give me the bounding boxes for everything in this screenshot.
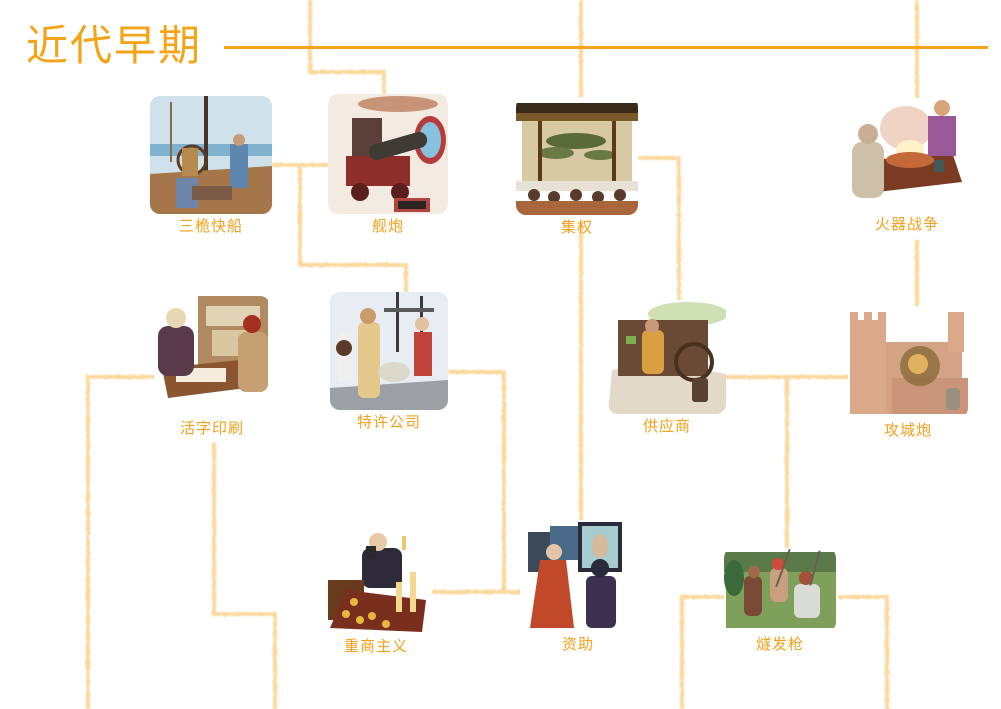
tech-label: 燧发枪 [755, 635, 804, 653]
tech-label: 舰炮 [371, 217, 404, 235]
printing-press-illustration-icon [154, 296, 270, 416]
tech-node-supply-chain[interactable]: 供应商 [608, 300, 726, 436]
tech-label: 活字印刷 [179, 419, 244, 437]
castle-breach-illustration-icon [848, 306, 968, 418]
tech-node-siege-cannon[interactable]: 攻城炮 [848, 306, 968, 440]
tech-label: 集权 [560, 218, 593, 236]
tech-node-flintlock[interactable]: 燧发枪 [724, 548, 836, 654]
riflemen-camp-illustration-icon [724, 548, 836, 632]
supply-wagon-illustration-icon [608, 300, 726, 414]
ship-deck-illustration-icon [150, 96, 272, 214]
era-title-divider [224, 46, 988, 49]
tech-label: 重商主义 [343, 637, 408, 655]
tech-label: 三桅快船 [178, 217, 243, 235]
tech-node-caravel[interactable]: 三桅快船 [150, 96, 272, 236]
court-hall-illustration-icon [516, 97, 638, 215]
era-title: 近代早期 [26, 21, 203, 70]
tech-node-mercantilism[interactable]: 重商主义 [326, 528, 426, 656]
tech-node-patronage[interactable]: 资助 [520, 520, 636, 654]
tech-node-chartered-company[interactable]: 特许公司 [330, 292, 448, 432]
tech-node-printing-press[interactable]: 活字印刷 [154, 296, 270, 438]
tech-node-centralization[interactable]: 集权 [516, 97, 638, 237]
tech-label: 火器战争 [874, 215, 939, 233]
merchants-harbor-illustration-icon [330, 292, 448, 410]
tech-label: 供应商 [642, 417, 691, 435]
tech-label: 资助 [561, 635, 594, 653]
tech-label: 攻城炮 [883, 421, 932, 439]
tech-label: 特许公司 [356, 413, 421, 431]
treasure-chest-illustration-icon [326, 528, 426, 634]
cannon-illustration-icon [328, 94, 448, 214]
tech-node-gunpowder-warfare[interactable]: 火器战争 [848, 98, 966, 234]
art-patron-illustration-icon [520, 520, 636, 632]
tech-node-naval-cannon[interactable]: 舰炮 [328, 94, 448, 236]
alchemy-furnace-illustration-icon [848, 98, 966, 212]
